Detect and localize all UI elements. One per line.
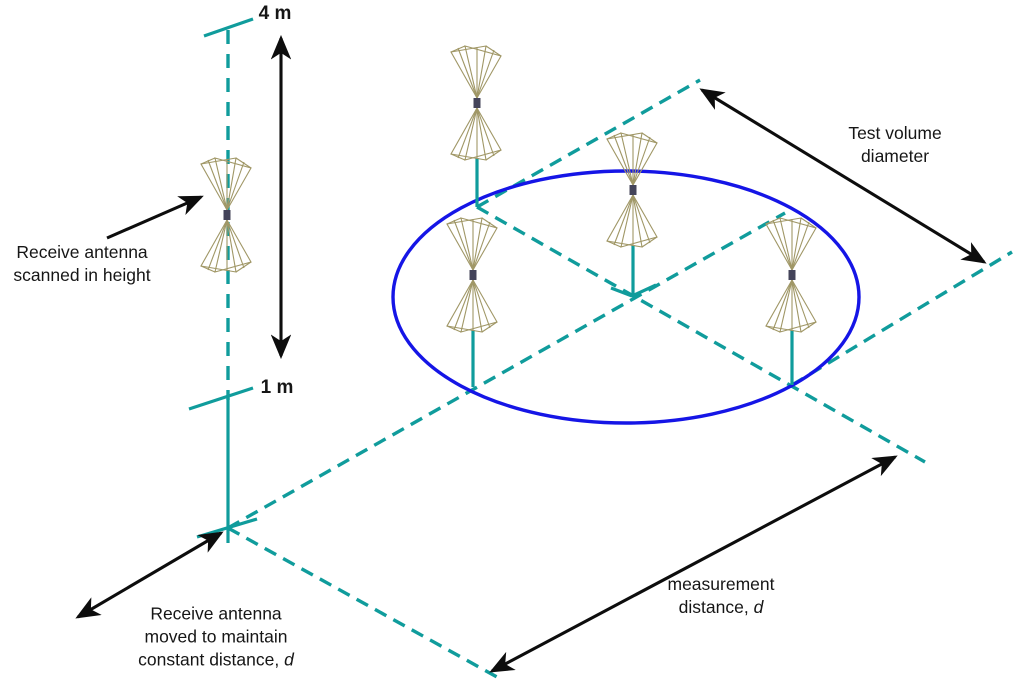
- label-test-volume-line: Test volume: [848, 122, 941, 145]
- label-receive-moved-text: d: [284, 649, 294, 670]
- label-receive-scanned-text: scanned in height: [13, 265, 151, 285]
- label-test-volume-text: diameter: [860, 146, 930, 166]
- label-test-volume-text: Test volume: [848, 123, 942, 143]
- center-base-mark-l: [610, 286, 633, 298]
- label-4m-line: 4 m: [259, 4, 292, 24]
- label-receive-moved-text: moved to maintain: [144, 626, 288, 647]
- diameter-arrow: [699, 88, 987, 264]
- label-measurement-distance-line: measurement: [668, 573, 775, 596]
- antenna-position-far: [450, 45, 502, 161]
- antenna-position-center: [606, 132, 658, 248]
- tick-1m: [188, 386, 254, 411]
- label-receive-moved-line: constant distance, d: [138, 649, 294, 672]
- distance-extension-left: [227, 526, 498, 679]
- label-4m-text: 4 m: [258, 3, 292, 24]
- receive-moved-arrow: [75, 531, 224, 619]
- label-4m: 4 m: [259, 4, 292, 24]
- label-receive-moved-text: constant distance,: [138, 649, 285, 670]
- label-measurement-distance-line: distance, d: [668, 596, 775, 619]
- label-test-volume-line: diameter: [848, 145, 941, 168]
- label-receive-moved-line: Receive antenna: [138, 603, 294, 626]
- test-volume-circle: [391, 169, 861, 425]
- label-test-volume: Test volume diameter: [848, 122, 941, 168]
- distance-arrow: [489, 455, 898, 673]
- antenna-position-right: [765, 217, 817, 333]
- tick-4m: [203, 17, 254, 38]
- receive-pointer-arrow: [106, 195, 204, 240]
- label-receive-moved-text: Receive antenna: [150, 603, 282, 624]
- label-receive-scanned-line: Receive antenna: [13, 241, 150, 264]
- center-base-mark-r: [631, 283, 657, 298]
- antenna-position-left: [446, 217, 498, 333]
- diameter-extension-lower: [791, 250, 1013, 387]
- label-measurement-distance-text: measurement: [667, 574, 775, 594]
- label-receive-scanned: Receive antenna scanned in height: [13, 241, 150, 287]
- ground-line-receive-to-circle: [227, 211, 786, 530]
- label-receive-scanned-line: scanned in height: [13, 264, 150, 287]
- label-measurement-distance-text: distance,: [678, 597, 754, 617]
- label-1m: 1 m: [261, 378, 294, 398]
- label-receive-moved-line: moved to maintain: [138, 626, 294, 649]
- label-receive-scanned-text: Receive antenna: [16, 242, 148, 262]
- ground-line-far-to-right: [476, 205, 926, 464]
- label-measurement-distance-text: d: [753, 597, 764, 617]
- label-1m-line: 1 m: [261, 378, 294, 398]
- label-1m-text: 1 m: [260, 377, 294, 398]
- receive-antenna: [200, 157, 252, 273]
